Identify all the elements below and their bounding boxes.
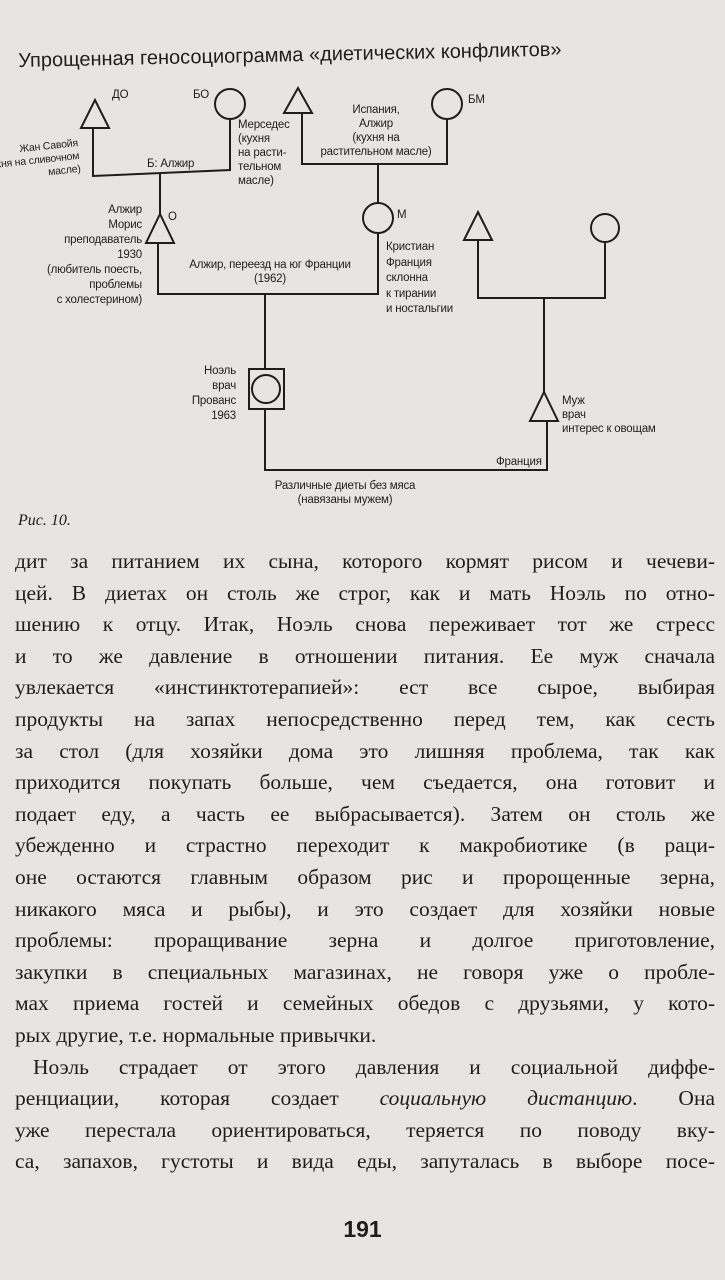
male-symbol-o <box>144 211 176 244</box>
marriage-line-5 <box>264 409 548 471</box>
text-line: никакого мяса и рыбы), и это создает для… <box>15 896 715 921</box>
text-line: дит за питанием их сына, которого кормят… <box>15 549 715 573</box>
marriage-line-2 <box>301 113 448 165</box>
text-line: оне остаются главным образом рис и проро… <box>15 864 715 889</box>
label-line: (навязаны мужем) <box>297 494 393 506</box>
text-line: закупки в специальных магазинах, не гово… <box>15 959 715 984</box>
label-line: (любитель поесть, <box>46 264 142 276</box>
text-line: убежденно и страстно переходит к макроби… <box>15 833 715 858</box>
label-line: преподаватель <box>64 234 142 246</box>
label-spain: Испания, Алжир (кухня на растительном ма… <box>310 103 442 159</box>
text-line: цей. В диетах он столь же строг, как и м… <box>15 580 715 605</box>
text-line: подает еду, а часть ее выбрасывается). З… <box>15 801 715 826</box>
label-move-1962: Алжир, переезд на юг Франции (1962) <box>175 258 365 286</box>
label-christiane: Кристиан Франция склонна к тирании и нос… <box>386 240 453 318</box>
marriage-line-4 <box>477 240 606 299</box>
label-line: (кухня на <box>352 132 400 144</box>
text-line: са, запахов, густоты и вида еды, запутал… <box>15 1149 715 1174</box>
label-line: растительном масле) <box>320 146 432 158</box>
label-diets: Различные диеты без мяса (навязаны мужем… <box>260 479 430 507</box>
label-line: и ностальгии <box>386 303 453 315</box>
label-do: ДО <box>112 89 129 101</box>
label-line: Прованс <box>191 395 236 407</box>
label-line: Морис <box>108 219 142 231</box>
label-line: к тирании <box>386 287 437 300</box>
label-line: 1963 <box>211 410 236 422</box>
index-person-square <box>248 368 285 410</box>
label-husband: Муж врач интерес к овощам <box>562 394 656 436</box>
text-line: увлекается «инстинктотерапией»: ест все … <box>15 675 715 700</box>
text-line: уже перестала ориентироваться, теряется … <box>15 1117 715 1142</box>
label-line: Муж <box>562 395 585 407</box>
label-bo: БО <box>193 89 209 101</box>
text-line: приходится покупать больше, чем съедаетс… <box>15 770 715 795</box>
male-symbol-spain <box>282 85 314 114</box>
label-line: (1962) <box>253 273 287 285</box>
label-line: 1930 <box>117 249 142 261</box>
label-noel: Ноэль врач Прованс 1963 <box>192 364 236 424</box>
label-line: Кристиан <box>386 241 435 253</box>
text-line: шению к отцу. Итак, Ноэль снова пережива… <box>15 612 715 637</box>
text-line: за стол (для хозяйки дома это лишняя про… <box>15 738 715 763</box>
female-symbol-m <box>362 202 394 234</box>
text-line: продукты на запах непосредственно перед … <box>15 706 715 731</box>
label-line: масле) <box>238 175 274 187</box>
text-line: ренциации, которая создает социальную ди… <box>15 1083 715 1115</box>
male-symbol-do <box>79 97 111 129</box>
marriage-line-1 <box>92 119 231 178</box>
label-line: тельном <box>238 161 282 173</box>
label-b-alger: Б: Алжир <box>147 158 195 170</box>
label-line: интерес к овощам <box>562 423 656 435</box>
text-span: ренциации, которая создает <box>15 1086 380 1111</box>
text-line: Ноэль страдает от этого давления и социа… <box>33 1054 715 1079</box>
label-line: склонна <box>386 272 428 284</box>
label-line: врач <box>212 380 236 392</box>
label-line: Ноэль <box>203 365 236 377</box>
genosociogram-diagram <box>79 85 620 471</box>
label-line: на расти- <box>238 147 287 159</box>
label-line: проблемы <box>89 279 142 291</box>
label-line: Мерседес <box>238 119 290 131</box>
male-symbol-right <box>462 209 494 241</box>
label-mercedes: Мерседес (кухня на расти- тельном масле) <box>238 118 290 188</box>
female-symbol-right <box>590 213 620 243</box>
emphasis-social-distance: социальную дистанцию <box>379 1086 633 1111</box>
body-text: дит за питанием их сына, которого кормят… <box>15 546 715 1178</box>
label-maurice: Алжир Морис преподаватель 1930 (любитель… <box>47 203 142 308</box>
text-line: проблемы: проращивание зерна и долгое пр… <box>15 928 715 953</box>
label-line: врач <box>562 409 586 421</box>
label-line: Испания, <box>352 104 400 116</box>
label-m: М <box>397 209 407 221</box>
label-line: Франция <box>386 256 432 269</box>
text-line: рых другие, т.е. нормальные привычки. <box>15 1022 377 1047</box>
label-bm: БМ <box>468 94 485 106</box>
label-o: О <box>168 211 177 223</box>
label-france: Франция <box>496 456 542 468</box>
page-number: 191 <box>343 1216 382 1242</box>
male-symbol-husband <box>528 389 560 422</box>
label-line: Алжир <box>359 118 393 130</box>
female-symbol-bo <box>214 88 246 120</box>
label-line: с холестерином) <box>56 294 143 306</box>
label-line: Алжир <box>108 204 142 216</box>
label-line: Различные диеты без мяса <box>274 480 416 492</box>
text-span: . Она <box>632 1086 715 1111</box>
text-line: и то же давление в отношении питания. Ее… <box>15 643 715 668</box>
label-line: (кухня <box>238 133 270 145</box>
label-line: Алжир, переезд на юг Франции <box>189 259 351 271</box>
text-line: мах приема гостей и семейных обедов с др… <box>15 991 715 1016</box>
marriage-line-3 <box>157 233 379 295</box>
female-symbol-noel <box>251 374 281 404</box>
figure-caption: Рис. 10. <box>18 512 71 529</box>
